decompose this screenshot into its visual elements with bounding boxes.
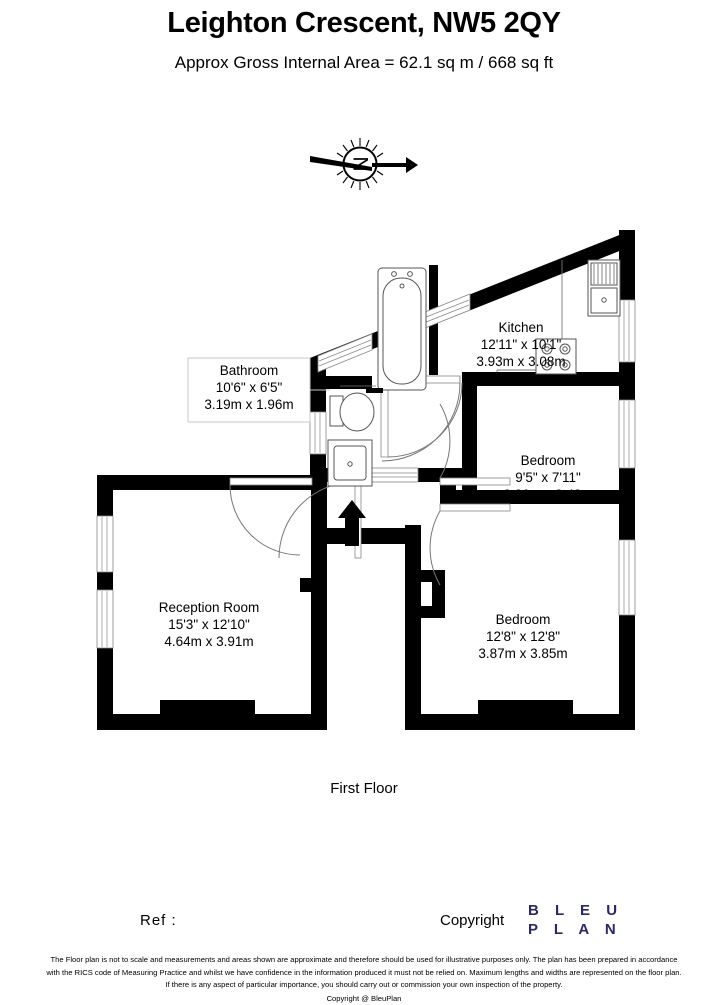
- page-title: Leighton Crescent, NW5 2QY: [167, 7, 561, 39]
- page-header: Leighton Crescent, NW5 2QY Approx Gross …: [0, 0, 728, 73]
- window-right-bedroom-small: [618, 399, 636, 469]
- room-name: Kitchen: [498, 320, 543, 335]
- door-bedroom-large: [429, 503, 511, 586]
- window-slant-1: [317, 333, 373, 373]
- room-metric: 3.87m x 3.85m: [478, 646, 567, 661]
- basin-icon: [327, 439, 373, 487]
- room-label-reception: Reception Room 15'3" x 12'10" 4.64m x 3.…: [159, 600, 260, 649]
- compass-north-letter: N: [349, 156, 372, 171]
- room-label-kitchen: Kitchen 12'11" x 10'1" 3.93m x 3.08m: [476, 320, 565, 369]
- door-bedroom-small: [439, 403, 511, 486]
- window-right-kitchen: [618, 299, 636, 363]
- kitchen-sink-icon: [587, 259, 621, 317]
- room-imperial: 12'8" x 12'8": [486, 629, 560, 644]
- room-label-bedroom-small: Bedroom 9'5" x 7'11" 2.86m x 2.43m: [503, 453, 592, 502]
- room-imperial: 15'3" x 12'10": [168, 617, 250, 632]
- room-imperial: 12'11" x 10'1": [481, 337, 562, 352]
- window-left-reception-2: [96, 589, 114, 649]
- plan-windows: [96, 293, 636, 649]
- window-bathroom-left: [309, 411, 327, 455]
- page-subtitle: Approx Gross Internal Area = 62.1 sq m /…: [174, 52, 554, 72]
- room-imperial: 9'5" x 7'11": [515, 470, 581, 485]
- ref-label: Ref :: [140, 912, 177, 929]
- disclaimer-line: with the RICS code of Measuring Practice…: [46, 967, 682, 977]
- bathroom-fixtures: [327, 267, 427, 487]
- logo-line-2: P L A N: [528, 920, 622, 938]
- bath-icon: [377, 267, 427, 391]
- room-name: Bedroom: [496, 612, 551, 627]
- room-metric: 3.93m x 3.08m: [476, 354, 565, 369]
- room-metric: 4.64m x 3.91m: [164, 634, 253, 649]
- floor-caption: First Floor: [330, 780, 398, 797]
- floorplan-canvas: N: [0, 100, 728, 800]
- room-imperial: 10'6" x 6'5": [216, 380, 283, 395]
- kitchen-fixtures: [496, 259, 621, 375]
- logo-line-1: B L E U: [528, 902, 624, 919]
- room-name: Reception Room: [159, 600, 260, 615]
- room-label-bedroom-large: Bedroom 12'8" x 12'8" 3.87m x 3.85m: [478, 612, 567, 661]
- stairs-up-arrow-icon: [338, 500, 366, 546]
- room-label-bathroom: Bathroom 10'6" x 6'5" 3.19m x 1.96m: [187, 357, 330, 423]
- hob-icon: [535, 338, 577, 375]
- disclaimer-line: If there is any aspect of particular imp…: [165, 980, 563, 990]
- room-metric: 3.19m x 1.96m: [204, 397, 293, 412]
- disclaimer-line: Copyright @ BleuPlan: [326, 993, 402, 1003]
- compass-north-icon: N: [310, 138, 418, 190]
- wc-icon: [329, 392, 375, 432]
- room-name: Bathroom: [220, 363, 279, 378]
- window-right-bedroom-large: [618, 539, 636, 616]
- disclaimer-line: The Floor plan is not to scale and measu…: [50, 955, 678, 964]
- bleuplan-logo: B L E U P L A N: [528, 902, 623, 940]
- room-name: Bedroom: [521, 453, 576, 468]
- door-reception: [229, 477, 313, 556]
- room-metric: 2.86m x 2.43m: [503, 487, 592, 502]
- copyright-label: Copyright: [440, 912, 505, 929]
- disclaimer-text: The Floor plan is not to scale and measu…: [0, 954, 728, 1005]
- window-left-reception-1: [96, 515, 114, 573]
